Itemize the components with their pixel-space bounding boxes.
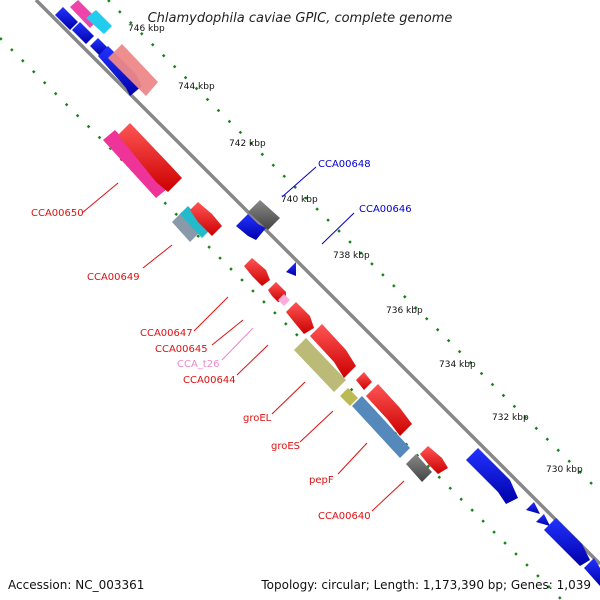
gene-label[interactable]: CCA00645	[155, 344, 208, 355]
gene-box[interactable]	[108, 44, 158, 96]
gene-label[interactable]: CCA00640	[318, 511, 371, 522]
scale-line-lower	[0, 37, 563, 600]
gene-arrow[interactable]	[466, 448, 518, 504]
gene-arrow[interactable]	[244, 258, 270, 286]
callout-line	[81, 182, 119, 214]
gene-box[interactable]	[294, 338, 346, 392]
gene-arrow[interactable]	[190, 202, 222, 236]
accession-text: Accession: NC_003361	[8, 578, 145, 592]
topology-text: Topology: circular; Length: 1,173,390 bp…	[261, 578, 591, 592]
gene-label[interactable]: CCA00647	[140, 328, 193, 339]
callout-line	[371, 480, 405, 512]
tick-label: 732 kbp	[492, 413, 529, 423]
gene-label[interactable]: groES	[271, 441, 300, 452]
reverse-features	[236, 200, 600, 586]
callout-line	[193, 296, 229, 332]
gene-arrow[interactable]	[526, 502, 540, 514]
gene-box[interactable]	[406, 454, 432, 482]
callout-line	[211, 319, 244, 346]
gene-label[interactable]: CCA00646	[359, 204, 412, 215]
gene-label[interactable]: groEL	[243, 413, 272, 424]
gene-arrow[interactable]	[236, 214, 266, 240]
gene-arrow[interactable]	[72, 22, 94, 44]
tick-label: 736 kbp	[386, 306, 423, 316]
callout-line	[337, 442, 368, 475]
callout-line	[236, 344, 269, 376]
map-title: Chlamydophila caviae GPIC, complete geno…	[148, 11, 453, 26]
gene-box[interactable]	[103, 130, 168, 198]
gene-arrow[interactable]	[86, 10, 112, 34]
callout-line	[142, 244, 173, 269]
gene-label[interactable]: CCA00649	[87, 272, 140, 283]
tick-label: 744 kbp	[178, 82, 215, 92]
callout-line	[221, 327, 254, 361]
gene-arrow[interactable]	[536, 514, 550, 526]
gene-box[interactable]	[248, 200, 280, 230]
gene-arrow[interactable]	[118, 123, 182, 192]
callout-line	[281, 166, 317, 198]
tick-label: 742 kbp	[229, 139, 266, 149]
tick-label: 730 kbp	[546, 465, 583, 475]
callout-lines	[81, 166, 405, 512]
gene-box[interactable]	[352, 396, 410, 458]
gene-arrow[interactable]	[420, 446, 448, 474]
gene-labels: CCA00650 CCA00649 CCA00648 CCA00646 CCA0…	[31, 159, 412, 522]
gene-arrow[interactable]	[366, 384, 412, 436]
gene-arrow[interactable]	[286, 302, 314, 334]
gene-box[interactable]	[180, 206, 210, 238]
tick-label: 734 kbp	[439, 360, 476, 370]
gene-arrow[interactable]	[584, 558, 600, 586]
tick-label: 746 kbp	[128, 24, 165, 34]
gene-trna[interactable]	[278, 294, 290, 306]
gene-box[interactable]	[340, 388, 358, 406]
gene-label[interactable]: pepF	[309, 475, 334, 486]
gene-label[interactable]: CCA00644	[183, 375, 236, 386]
gene-arrow[interactable]	[55, 7, 78, 30]
callout-line	[321, 212, 355, 245]
gene-arrow[interactable]	[310, 324, 356, 378]
gene-label[interactable]: CCA00650	[31, 208, 84, 219]
tick-labels: 746 kbp 744 kbp 742 kbp 740 kbp 738 kbp …	[128, 24, 583, 475]
gene-box[interactable]	[172, 212, 200, 242]
tick-label: 738 kbp	[333, 251, 370, 261]
callout-line	[271, 381, 306, 415]
gene-arrow[interactable]	[356, 372, 372, 390]
forward-features	[55, 0, 448, 482]
gene-label[interactable]: CCA_t26	[177, 359, 219, 370]
gene-arrow[interactable]	[544, 518, 590, 566]
gene-label[interactable]: CCA00648	[318, 159, 371, 170]
tick-label: 740 kbp	[281, 195, 318, 205]
gene-arrow[interactable]	[286, 262, 296, 276]
callout-line	[299, 410, 334, 443]
